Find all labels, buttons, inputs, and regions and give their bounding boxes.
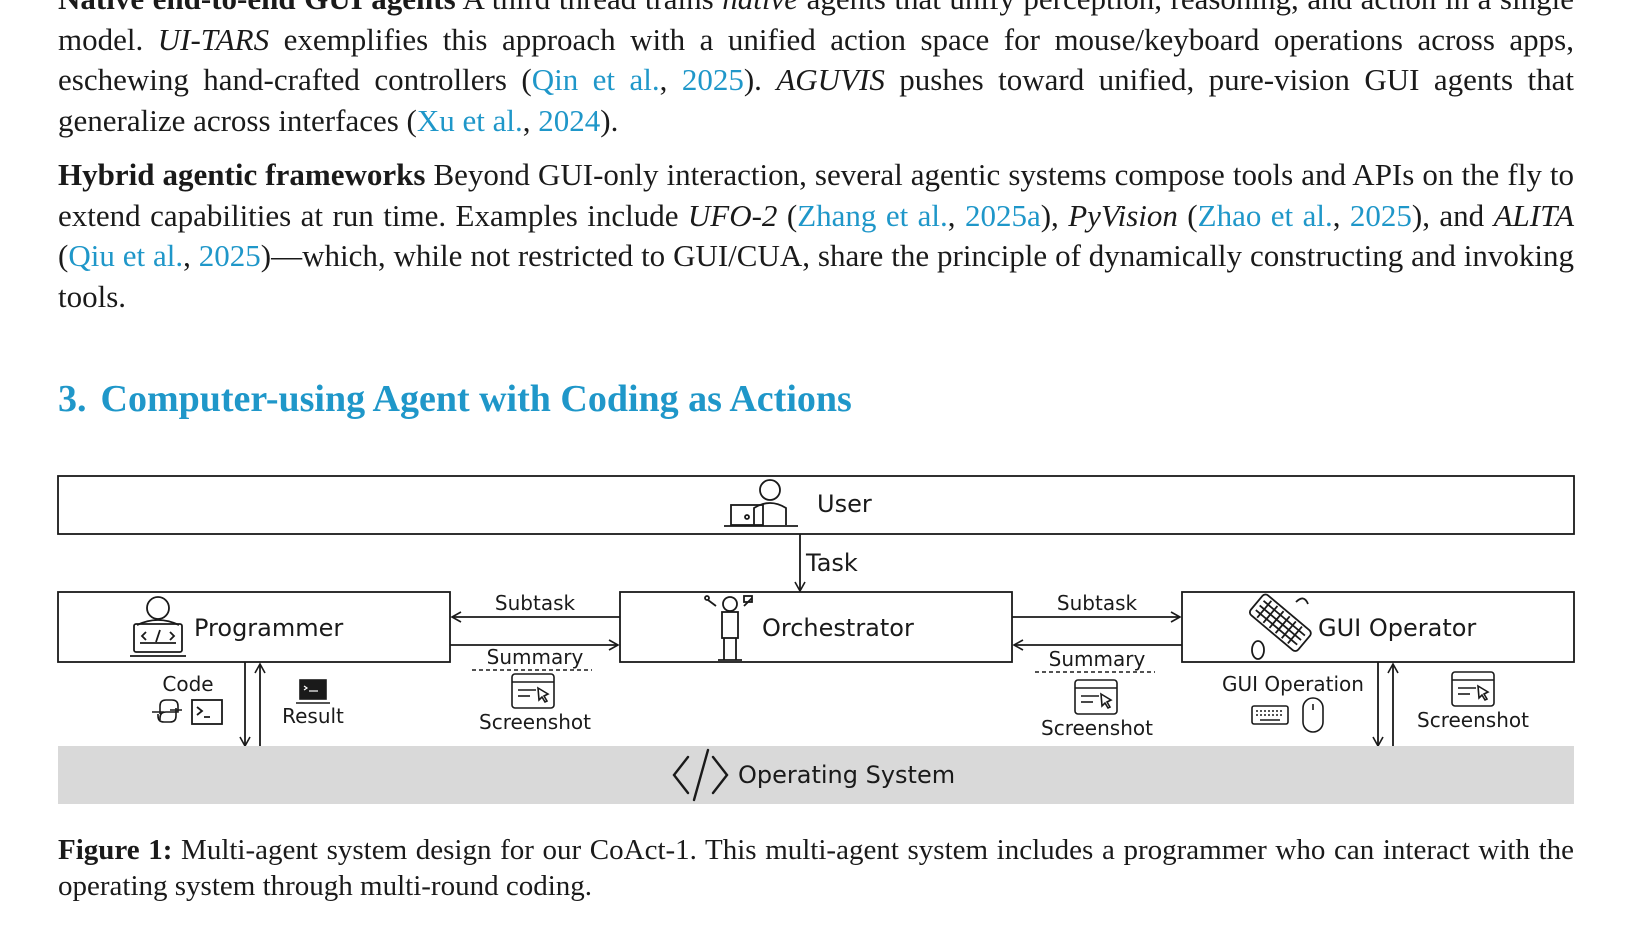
user-box (57, 475, 1575, 535)
mouse-icon (1302, 697, 1324, 733)
section-number: 3. (58, 378, 87, 420)
screenshot-label-far-right: Screenshot (1417, 708, 1529, 732)
screenshot-icon (1451, 671, 1495, 707)
section-heading: 3. Computer-using Agent with Coding as Ac… (58, 377, 852, 421)
hybrid-frameworks-paragraph: Hybrid agentic frameworks Beyond GUI-onl… (58, 157, 1575, 314)
task-label: Task (805, 549, 858, 577)
hybrid-frameworks-heading: Hybrid agentic frameworks (58, 157, 426, 192)
citation-link-zhang[interactable]: Zhang et al. (797, 197, 948, 233)
programmer-box (57, 591, 451, 663)
native-term: native (722, 0, 798, 16)
ui-tars-term: UI-TARS (157, 21, 270, 57)
citation-link-qin[interactable]: Qin et al. (531, 62, 660, 97)
paragraph-text: exemplifies this approach with a unified… (58, 21, 1574, 98)
orchestrator-icon (704, 595, 753, 661)
paragraph-text: ). (743, 62, 777, 97)
caption-text: Multi-agent system design for our CoAct-… (58, 834, 1575, 902)
section-title: Computer-using Agent with Coding as Acti… (100, 378, 852, 420)
summary-label-right: Summary (1049, 647, 1146, 671)
programmer-icon (130, 596, 186, 657)
result-label: Result (282, 704, 344, 728)
code-brackets-icon (672, 748, 729, 802)
user-laptop-icon (724, 479, 798, 527)
alita-term: ALITA (1493, 197, 1575, 233)
summary-label-left: Summary (487, 645, 584, 669)
screenshot-icon (1074, 679, 1118, 715)
keyboard-mouse-icon (1248, 593, 1312, 660)
aguvis-term: AGUVIS (776, 62, 885, 97)
programmer-label: Programmer (194, 614, 343, 642)
operating-system-label: Operating System (738, 761, 955, 789)
paragraph-text: Beyond GUI-only interaction, several age… (58, 157, 1574, 233)
paragraph-text: )—which, while not restricted to GUI/CUA… (58, 238, 1574, 314)
native-agents-heading: Native end-to-end GUI agents (58, 0, 456, 16)
python-icon (152, 699, 182, 723)
screenshot-label-mid-right: Screenshot (1041, 716, 1153, 740)
operating-system-band (58, 746, 1574, 804)
citation-year-zhao[interactable]: 2025 (1349, 197, 1412, 233)
user-label: User (817, 490, 872, 518)
orchestrator-label: Orchestrator (762, 614, 914, 642)
code-label: Code (162, 672, 213, 696)
subtask-label-left: Subtask (495, 591, 576, 615)
ufo-term: UFO-2 (687, 197, 778, 233)
terminal-icon (191, 699, 223, 725)
citation-year-qin[interactable]: 2025 (681, 62, 744, 97)
native-agents-paragraph: Native end-to-end GUI agents A third thr… (58, 0, 1574, 141)
screenshot-label-left: Screenshot (479, 710, 591, 734)
citation-year-xu[interactable]: 2024 (538, 102, 601, 138)
paragraph-text: A third thread trains (456, 0, 723, 16)
subtask-label-right: Subtask (1057, 591, 1138, 615)
citation-link-qiu[interactable]: Qiu et al. (68, 238, 184, 273)
citation-year-qiu[interactable]: 2025 (198, 238, 261, 273)
figure-caption: Figure 1: Multi-agent system design for … (58, 832, 1574, 904)
gui-operator-box (1181, 591, 1575, 663)
screenshot-icon (511, 673, 555, 709)
pyvision-term: PyVision (1068, 197, 1178, 233)
citation-link-zhao[interactable]: Zhao et al. (1197, 197, 1333, 233)
paragraph-text: ). (600, 102, 619, 138)
laptop-terminal-icon (296, 679, 330, 704)
paragraph-text: pushes toward unified, pure-vision GUI a… (58, 62, 1575, 138)
citation-link-xu[interactable]: Xu et al. (416, 102, 523, 138)
orchestrator-box (619, 591, 1013, 663)
paragraph-text: agents that unify perception, reasoning,… (58, 0, 1574, 57)
gui-operator-label: GUI Operator (1318, 614, 1476, 642)
citation-year-zhang[interactable]: 2025a (964, 197, 1041, 233)
gui-operation-label: GUI Operation (1222, 672, 1364, 696)
figure-label: Figure 1: (58, 834, 173, 866)
keyboard-icon (1251, 705, 1289, 725)
